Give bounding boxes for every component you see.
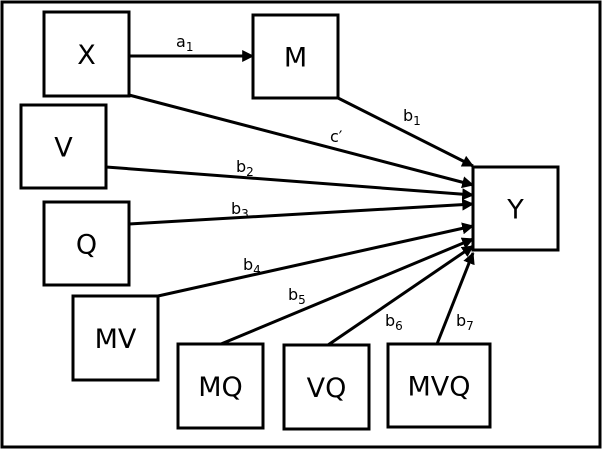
edge-label-subscript: 4 [253, 263, 261, 277]
edge-label-m-y: b1 [403, 106, 421, 128]
node-box [471, 165, 560, 252]
edge-label-mv-y: b4 [243, 255, 261, 277]
node-label: Q [76, 230, 97, 261]
edge-mv-to-y [157, 222, 475, 298]
edge-label-mq-y: b5 [288, 285, 306, 307]
edge-label-x-y: c′ [330, 127, 343, 146]
edge-label-subscript: 1 [186, 40, 194, 54]
edge-label-symbol: b [288, 285, 298, 304]
edge-label-mvq-y: b7 [456, 311, 474, 333]
edge-v-to-y [105, 165, 475, 201]
edge-label-symbol: b [231, 199, 241, 218]
edge-q-to-y [128, 198, 475, 226]
node-box [42, 200, 131, 287]
node-v: V [19, 103, 108, 190]
node-box [386, 342, 492, 429]
node-label: V [54, 133, 73, 164]
node-label: M [284, 43, 307, 74]
edge-label-symbol: b [403, 106, 413, 125]
edge-label-symbol: b [456, 311, 466, 330]
edge-mq-to-y [220, 237, 475, 346]
node-q: Q [42, 200, 131, 287]
edge-label-subscript: 2 [246, 165, 254, 179]
node-label: MV [95, 324, 137, 355]
edge-label-symbol: b [243, 255, 253, 274]
node-box [176, 342, 265, 430]
edge-mvq-to-y [435, 251, 475, 345]
edge-label-symbol: c′ [330, 127, 343, 146]
node-y: Y [471, 165, 560, 252]
edge-label-subscript: 6 [395, 319, 403, 333]
edge-label-x-m: a1 [176, 32, 193, 54]
edge-label-subscript: 5 [298, 293, 306, 307]
node-vq: VQ [282, 343, 371, 431]
node-mv: MV [71, 294, 160, 382]
edge-label-vq-y: b6 [385, 311, 403, 333]
edge-label-subscript: 3 [241, 207, 249, 221]
edge-m-to-y [337, 96, 475, 168]
node-x: X [42, 10, 131, 98]
edge-label-v-y: b2 [236, 157, 254, 179]
edge-label-q-y: b3 [231, 199, 249, 221]
node-m: M [251, 13, 340, 100]
edge-label-subscript: 7 [466, 319, 474, 333]
edges-layer [105, 50, 475, 347]
node-label: MQ [198, 372, 243, 403]
node-mvq: MVQ [386, 342, 492, 429]
edge-label-symbol: b [236, 157, 246, 176]
edge-label-subscript: 1 [413, 114, 421, 128]
node-box [282, 343, 371, 431]
edge-label-symbol: b [385, 311, 395, 330]
node-label: VQ [307, 373, 347, 404]
node-box [19, 103, 108, 190]
node-box [71, 294, 160, 382]
node-box [42, 10, 131, 98]
node-label: X [77, 40, 96, 71]
node-mq: MQ [176, 342, 265, 430]
node-label: Y [506, 195, 524, 226]
node-box [251, 13, 340, 100]
edge-x-to-y [128, 93, 475, 189]
edge-label-symbol: a [176, 32, 186, 51]
node-label: MVQ [407, 372, 470, 403]
edge-vq-to-y [327, 244, 474, 347]
